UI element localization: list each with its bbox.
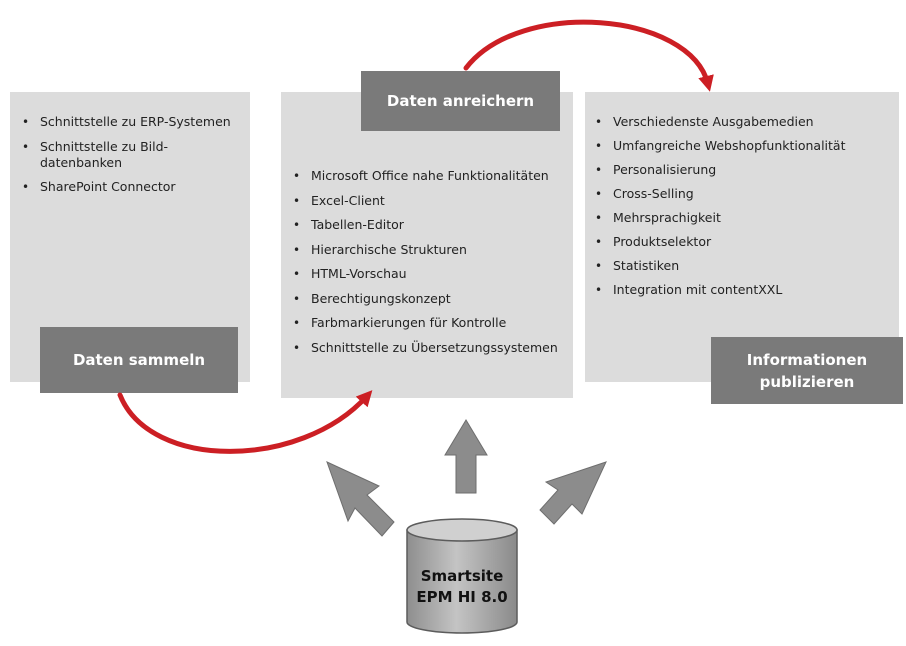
list-item: Tabellen-Editor	[289, 217, 569, 233]
enrich-data-label: Daten anreichern	[361, 71, 560, 131]
list-item: Integration mit contentXXL	[591, 282, 897, 298]
database-label: Smartsite EPM HI 8.0	[407, 566, 517, 608]
up-arrow-left-icon	[326, 461, 395, 537]
list-item: SharePoint Connector	[18, 179, 243, 195]
publish-info-label: Informationen publizieren	[711, 337, 903, 404]
list-item: Umfangreiche Webshopfunktionalität	[591, 138, 897, 154]
list-item: Schnittstelle zu Übersetzungssystemen	[289, 340, 569, 356]
flow-arrow-collect-to-enrich-icon	[117, 390, 373, 454]
list-item: Berechtigungskonzept	[289, 291, 569, 307]
list-item: Schnittstelle zu ERP-Systemen	[18, 114, 243, 130]
list-item: Farbmarkierungen für Kontrolle	[289, 315, 569, 331]
list-item: Statistiken	[591, 258, 897, 274]
publish-info-panel: Verschiedenste Ausgabemedien Umfangreich…	[585, 92, 899, 382]
up-arrow-right-icon	[539, 461, 607, 525]
enrich-data-list: Microsoft Office nahe Funktionalitäten E…	[289, 168, 569, 364]
list-item: HTML-Vorschau	[289, 266, 569, 282]
publish-info-list: Verschiedenste Ausgabemedien Umfangreich…	[591, 114, 897, 306]
database-name: Smartsite	[420, 567, 504, 585]
list-item: Mehrsprachigkeit	[591, 210, 897, 226]
list-item: Schnittstelle zu Bild-datenbanken	[18, 139, 243, 171]
list-item: Personalisierung	[591, 162, 897, 178]
database-version: EPM HI 8.0	[416, 588, 508, 606]
enrich-data-panel: Microsoft Office nahe Funktionalitäten E…	[281, 92, 573, 398]
up-arrow-middle-icon	[444, 419, 488, 494]
collect-data-label: Daten sammeln	[40, 327, 238, 393]
list-item: Hierarchische Strukturen	[289, 242, 569, 258]
list-item: Microsoft Office nahe Funktionalitäten	[289, 168, 569, 184]
list-item: Verschiedenste Ausgabemedien	[591, 114, 897, 130]
list-item: Excel-Client	[289, 193, 569, 209]
list-item: Produktselektor	[591, 234, 897, 250]
collect-data-list: Schnittstelle zu ERP-Systemen Schnittste…	[18, 114, 243, 204]
list-item: Cross-Selling	[591, 186, 897, 202]
